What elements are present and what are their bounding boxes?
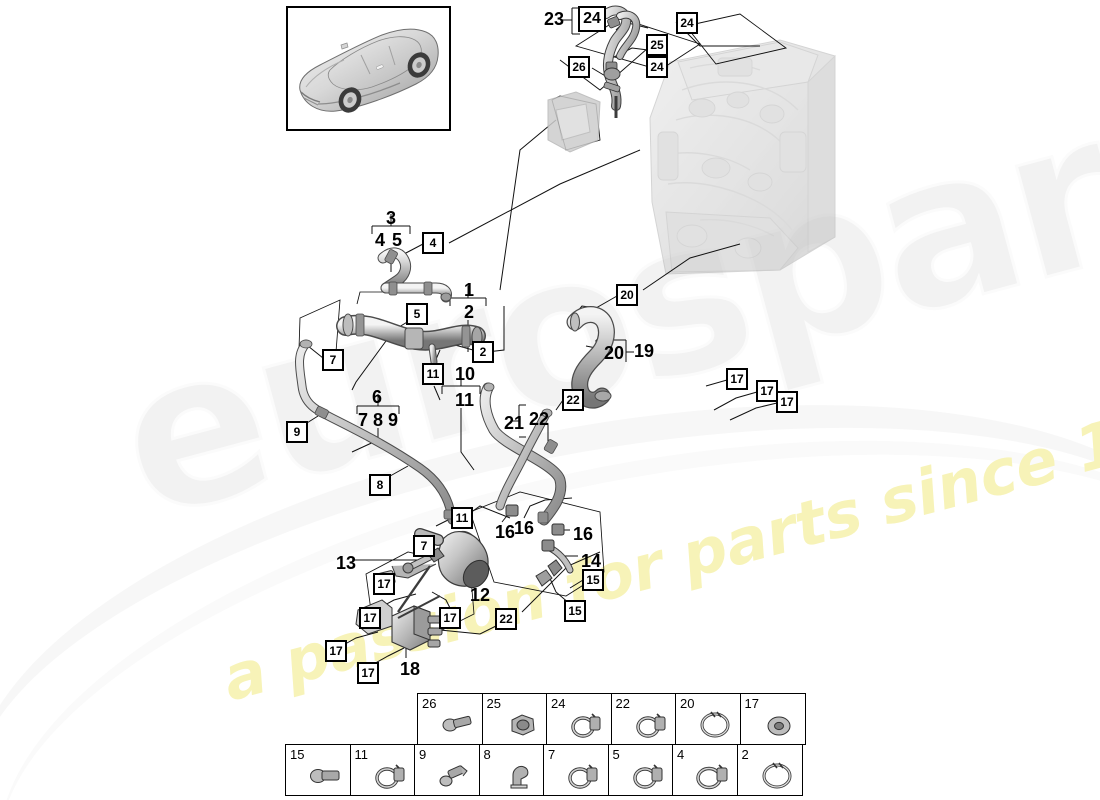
- legend-cell[interactable]: 4: [672, 744, 738, 796]
- legend-cell[interactable]: 8: [478, 744, 545, 796]
- callout-8-box[interactable]: 8: [369, 474, 391, 496]
- callout-16-a[interactable]: 16: [495, 522, 516, 542]
- callout-20-box[interactable]: 20: [616, 284, 638, 306]
- legend-number: 17: [744, 696, 759, 711]
- legend-number: 25: [486, 696, 501, 711]
- hose-clamp-icon: [568, 764, 598, 789]
- retainer-clip-icon: [510, 766, 528, 789]
- callout-24-c[interactable]: 24: [676, 12, 698, 34]
- engine-block-ghost-image: [649, 39, 836, 275]
- legend-number: 5: [612, 747, 620, 762]
- spring-clamp-icon: [700, 711, 730, 738]
- callout-7-pump[interactable]: 7: [413, 535, 435, 557]
- callout-17-b3[interactable]: 17: [439, 607, 461, 629]
- legend-cell[interactable]: 20: [675, 693, 741, 745]
- hose-clamp-icon: [632, 764, 662, 789]
- bolt-icon: [442, 715, 472, 732]
- callout-24-a[interactable]: 24: [578, 6, 606, 32]
- legend-cell[interactable]: 25: [481, 693, 548, 745]
- legend-cell[interactable]: 7: [543, 744, 609, 796]
- callout-20-plain[interactable]: 20: [604, 343, 625, 363]
- legend-cell[interactable]: 15: [285, 744, 351, 796]
- callout-4-plain[interactable]: 4: [375, 230, 386, 250]
- callout-19[interactable]: 19: [634, 341, 655, 361]
- legend-number: 2: [741, 747, 749, 762]
- callout-15-b[interactable]: 15: [564, 600, 586, 622]
- callout-11-lower[interactable]: 11: [451, 507, 473, 529]
- callout-6[interactable]: 6: [372, 387, 383, 407]
- bolt-icon: [310, 769, 340, 783]
- callout-7-upper[interactable]: 7: [322, 349, 344, 371]
- callout-5-plain[interactable]: 5: [392, 230, 403, 250]
- callout-25[interactable]: 25: [646, 34, 668, 56]
- legend-cell[interactable]: 11: [349, 744, 416, 796]
- callout-18[interactable]: 18: [400, 659, 421, 679]
- clip-screw-icon: [439, 765, 468, 787]
- callout-16-b[interactable]: 16: [514, 518, 535, 538]
- callout-13[interactable]: 13: [336, 553, 357, 573]
- legend-cell[interactable]: 22: [610, 693, 677, 745]
- callout-24-b[interactable]: 24: [646, 56, 668, 78]
- callout-15-a[interactable]: 15: [582, 569, 604, 591]
- callout-12[interactable]: 12: [470, 585, 491, 605]
- callout-23[interactable]: 23: [544, 9, 565, 29]
- legend-number: 7: [548, 747, 556, 762]
- callout-2-box[interactable]: 2: [472, 341, 494, 363]
- callout-17-b2[interactable]: 17: [359, 607, 381, 629]
- legend-number: 11: [354, 747, 369, 762]
- callout-17-r2[interactable]: 17: [756, 380, 778, 402]
- hose-clamp-icon: [571, 713, 601, 738]
- callout-2-plain[interactable]: 2: [464, 302, 475, 322]
- legend-row-top: 26 25 24: [417, 693, 806, 745]
- hose-clamp-icon: [696, 764, 728, 790]
- callout-3[interactable]: 3: [386, 208, 397, 228]
- callout-17-b1[interactable]: 17: [373, 573, 395, 595]
- spring-clamp-icon: [762, 762, 791, 789]
- callout-11-upper[interactable]: 11: [422, 363, 444, 385]
- callout-5-box[interactable]: 5: [406, 303, 428, 325]
- hose-clamp-icon: [374, 764, 404, 789]
- callout-21[interactable]: 21: [504, 413, 525, 433]
- legend-number: 8: [483, 747, 491, 762]
- legend-number: 22: [615, 696, 630, 711]
- callout-9-plain[interactable]: 9: [388, 410, 399, 430]
- callout-22-bottom[interactable]: 22: [495, 608, 517, 630]
- callout-22-mid[interactable]: 22: [562, 389, 584, 411]
- legend-row-bottom: 15 11 9: [285, 744, 803, 796]
- callout-1[interactable]: 1: [464, 280, 475, 300]
- legend-number: 20: [680, 696, 695, 711]
- callout-9-box[interactable]: 9: [286, 421, 308, 443]
- legend-cell[interactable]: 24: [546, 693, 612, 745]
- vehicle-thumbnail-frame: [286, 6, 451, 131]
- legend-number: 9: [419, 747, 427, 762]
- callout-10[interactable]: 10: [455, 364, 476, 384]
- hose-clamp-icon: [635, 713, 665, 738]
- callout-17-r3[interactable]: 17: [776, 391, 798, 413]
- callout-26[interactable]: 26: [568, 56, 590, 78]
- legend-number: 24: [551, 696, 566, 711]
- vehicle-silhouette-icon: [299, 28, 439, 113]
- legend-cell[interactable]: 17: [739, 693, 806, 745]
- callout-22-plain[interactable]: 22: [529, 409, 550, 429]
- callout-11-plain[interactable]: 11: [455, 390, 475, 410]
- callout-17-b4[interactable]: 17: [325, 640, 347, 662]
- legend-cell[interactable]: 9: [414, 744, 480, 796]
- callout-17-b5[interactable]: 17: [357, 662, 379, 684]
- legend-number: 4: [677, 747, 685, 762]
- legend-cell[interactable]: 26: [417, 693, 483, 745]
- legend-number: 26: [422, 696, 437, 711]
- callout-4-box[interactable]: 4: [422, 232, 444, 254]
- legend-number: 15: [290, 747, 305, 762]
- callout-17-r1[interactable]: 17: [726, 368, 748, 390]
- callout-7-plain[interactable]: 7: [358, 410, 369, 430]
- callout-14[interactable]: 14: [581, 551, 602, 571]
- nut-icon: [511, 714, 535, 736]
- legend-cell[interactable]: 2: [736, 744, 803, 796]
- legend-cell[interactable]: 5: [607, 744, 674, 796]
- callout-8-plain[interactable]: 8: [373, 410, 384, 430]
- grommet-icon: [767, 716, 790, 736]
- callout-16-c[interactable]: 16: [573, 524, 594, 544]
